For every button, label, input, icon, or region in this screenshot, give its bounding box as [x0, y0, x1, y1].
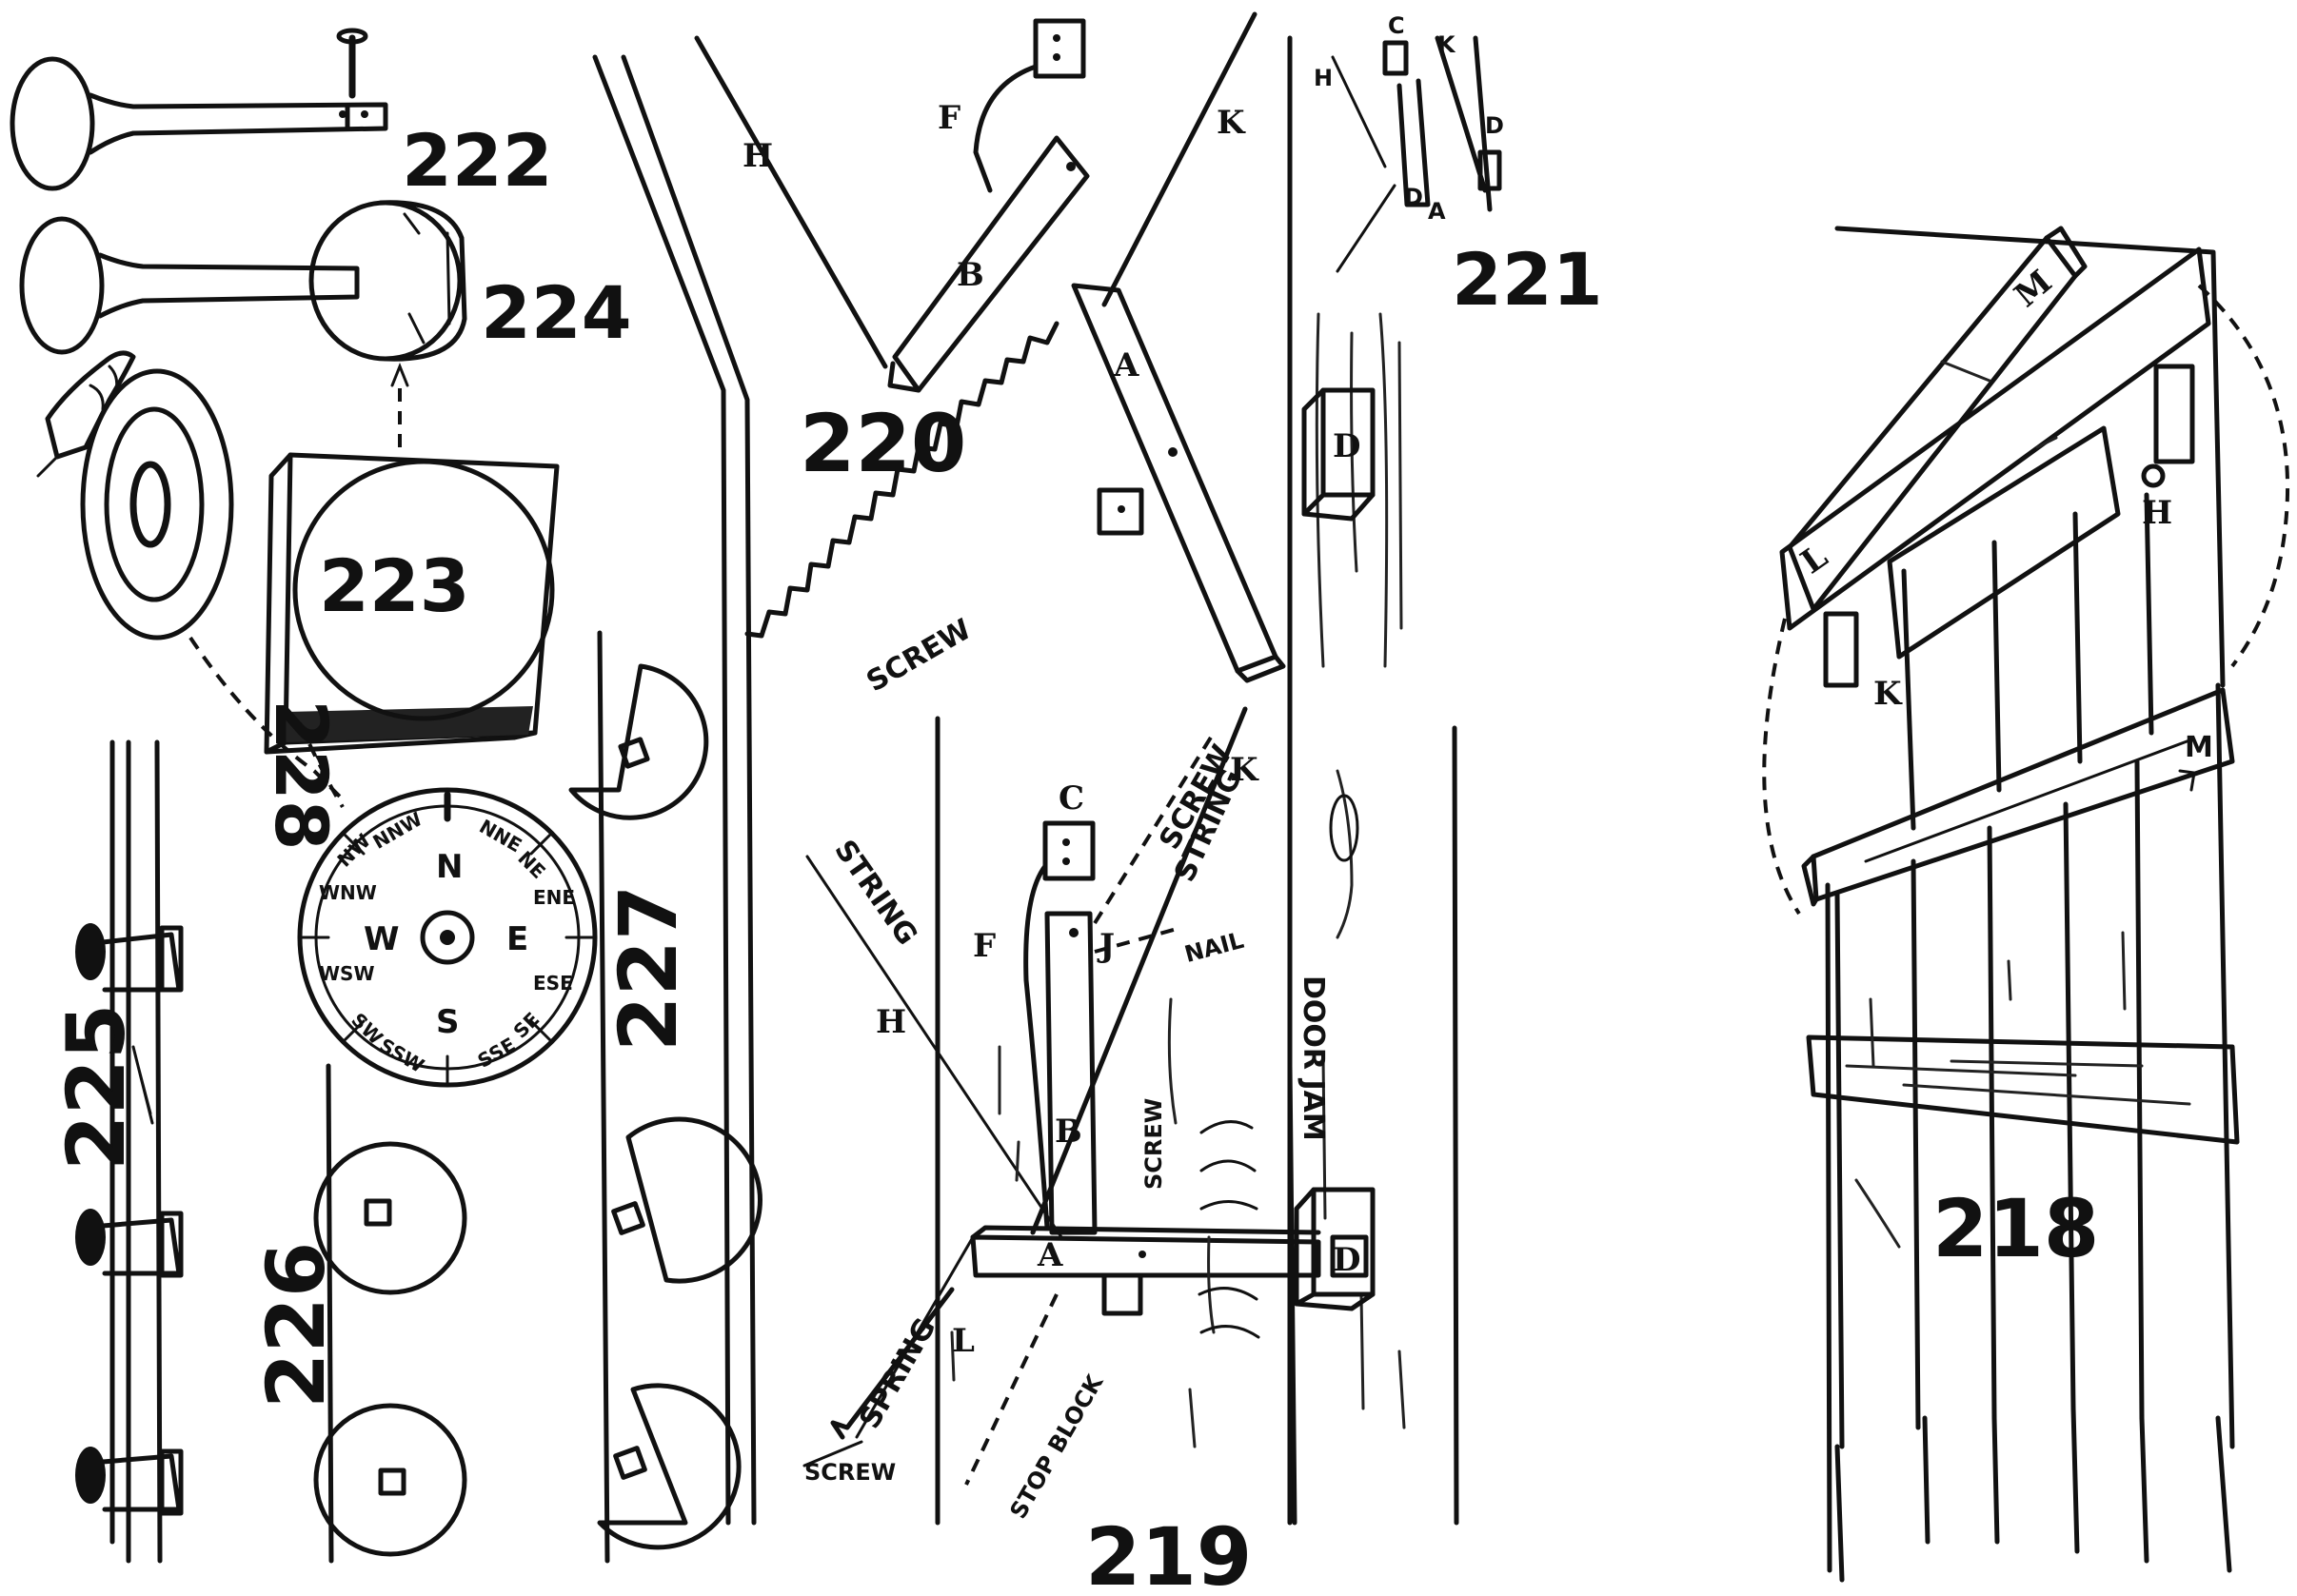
fig-219-label-stop-block: STOP BLOCK: [1004, 1369, 1109, 1524]
fig-226-number: 226: [249, 1242, 343, 1409]
fig-221-label-K: K: [1437, 31, 1456, 58]
compass-WNW: WNW: [319, 881, 377, 904]
compass-NNW: NNW: [369, 807, 426, 854]
fig-218-number: 218: [1932, 1182, 2099, 1275]
compass-SE: SE: [508, 1008, 544, 1043]
fig-220-label-F: F: [938, 99, 960, 137]
fig-219-number: 219: [1085, 1510, 1252, 1596]
fig-224-number: 224: [481, 270, 632, 355]
fig-219-label-B: B: [1055, 1113, 1082, 1151]
fig-219-label-J: J: [1097, 927, 1115, 965]
fig-220-label-H: H: [743, 137, 773, 175]
knob-225-mid: [75, 1209, 184, 1278]
fig-227-number: 227: [602, 885, 695, 1052]
fig-221-label-A: A: [1428, 198, 1446, 225]
fig-223-number: 223: [319, 543, 470, 628]
fig-218-door: M L K H M 218: [1762, 226, 2290, 1583]
fig-219-label-H: H: [876, 1003, 906, 1041]
compass-S: S: [436, 1003, 460, 1041]
compass-NE: NE: [513, 846, 549, 882]
fig-221-number: 221: [1452, 237, 1603, 322]
fig-219-label-C: C: [1059, 779, 1084, 818]
knob-225-bottom: [75, 1447, 184, 1516]
fig-220-label-B: B: [957, 256, 984, 294]
fig-226-disks: 226: [249, 1063, 467, 1564]
compass-E: E: [506, 920, 528, 958]
fig-221-label-D-top: D: [1485, 112, 1504, 139]
fig-221-small: C K H D D A 221 D: [1301, 12, 1603, 668]
fig-220-label-K: K: [1217, 104, 1246, 142]
fig-228-number: 228: [259, 699, 344, 851]
compass-ENE: ENE: [533, 886, 575, 909]
fig-222-number: 222: [402, 118, 553, 203]
fig-220-label-screw: SCREW: [861, 613, 978, 699]
fig-225-rod-knobs: 225: [50, 739, 184, 1564]
fig-220-number: 220: [800, 397, 966, 490]
fig-218-label-H: H: [2142, 494, 2172, 532]
fig-219-trap: C F J B A H K L D STRING STRING SCREW NA…: [802, 706, 1459, 1596]
compass-NNE: NNE: [476, 815, 526, 857]
fig-221-label-C: C: [1388, 12, 1405, 39]
knob-225-top: [75, 923, 184, 993]
fig-219-label-spring: SPRING: [853, 1312, 942, 1434]
fig-219-label-D: D: [1333, 1241, 1360, 1279]
fig-219-label-screw-mid: SCREW: [1140, 1098, 1167, 1190]
compass-ESE: ESE: [533, 972, 573, 995]
fig-219-label-L: L: [952, 1322, 975, 1360]
fig-218-label-K: K: [1873, 675, 1903, 713]
compass-W: W: [364, 920, 400, 958]
fig-228-compass: N S E W NNW NW NNE NE ENE ESE WNW WSW SS…: [188, 636, 598, 1088]
fig-224-knob-cylinder: 224: [19, 200, 632, 362]
fig-221-label-D-jam: D: [1333, 427, 1360, 465]
fig-219-label-screw-bottom: SCREW: [804, 1459, 896, 1486]
fig-221-label-D-mid: D: [1404, 184, 1423, 210]
fig-219-label-A: A: [1037, 1236, 1063, 1274]
fig-220-trigger: H F B K A SCREW 220: [694, 11, 1286, 699]
compass-N: N: [436, 848, 463, 886]
fig-219-label-string-1: STRING: [827, 834, 923, 951]
fig-218-label-M2: M: [2185, 731, 2213, 764]
fig-219-label-K: K: [1230, 751, 1259, 789]
fig-219-label-F: F: [973, 927, 996, 965]
fig-223-block: 223: [264, 362, 560, 755]
fig-219-label-nail: NAIL: [1181, 927, 1246, 968]
fig-227-cut-disks: 227: [568, 630, 762, 1564]
compass-SSE: SSE: [474, 1033, 520, 1073]
fig-220-label-A: A: [1113, 346, 1139, 384]
fig-219-label-door-jam: DOOR JAM: [1297, 975, 1330, 1141]
compass-WSW: WSW: [319, 962, 375, 985]
hand-with-knob: [36, 350, 234, 640]
fig-222-knob-spindle: 222: [10, 28, 553, 203]
fig-221-label-H: H: [1314, 65, 1333, 91]
fig-225-number: 225: [50, 1004, 143, 1171]
